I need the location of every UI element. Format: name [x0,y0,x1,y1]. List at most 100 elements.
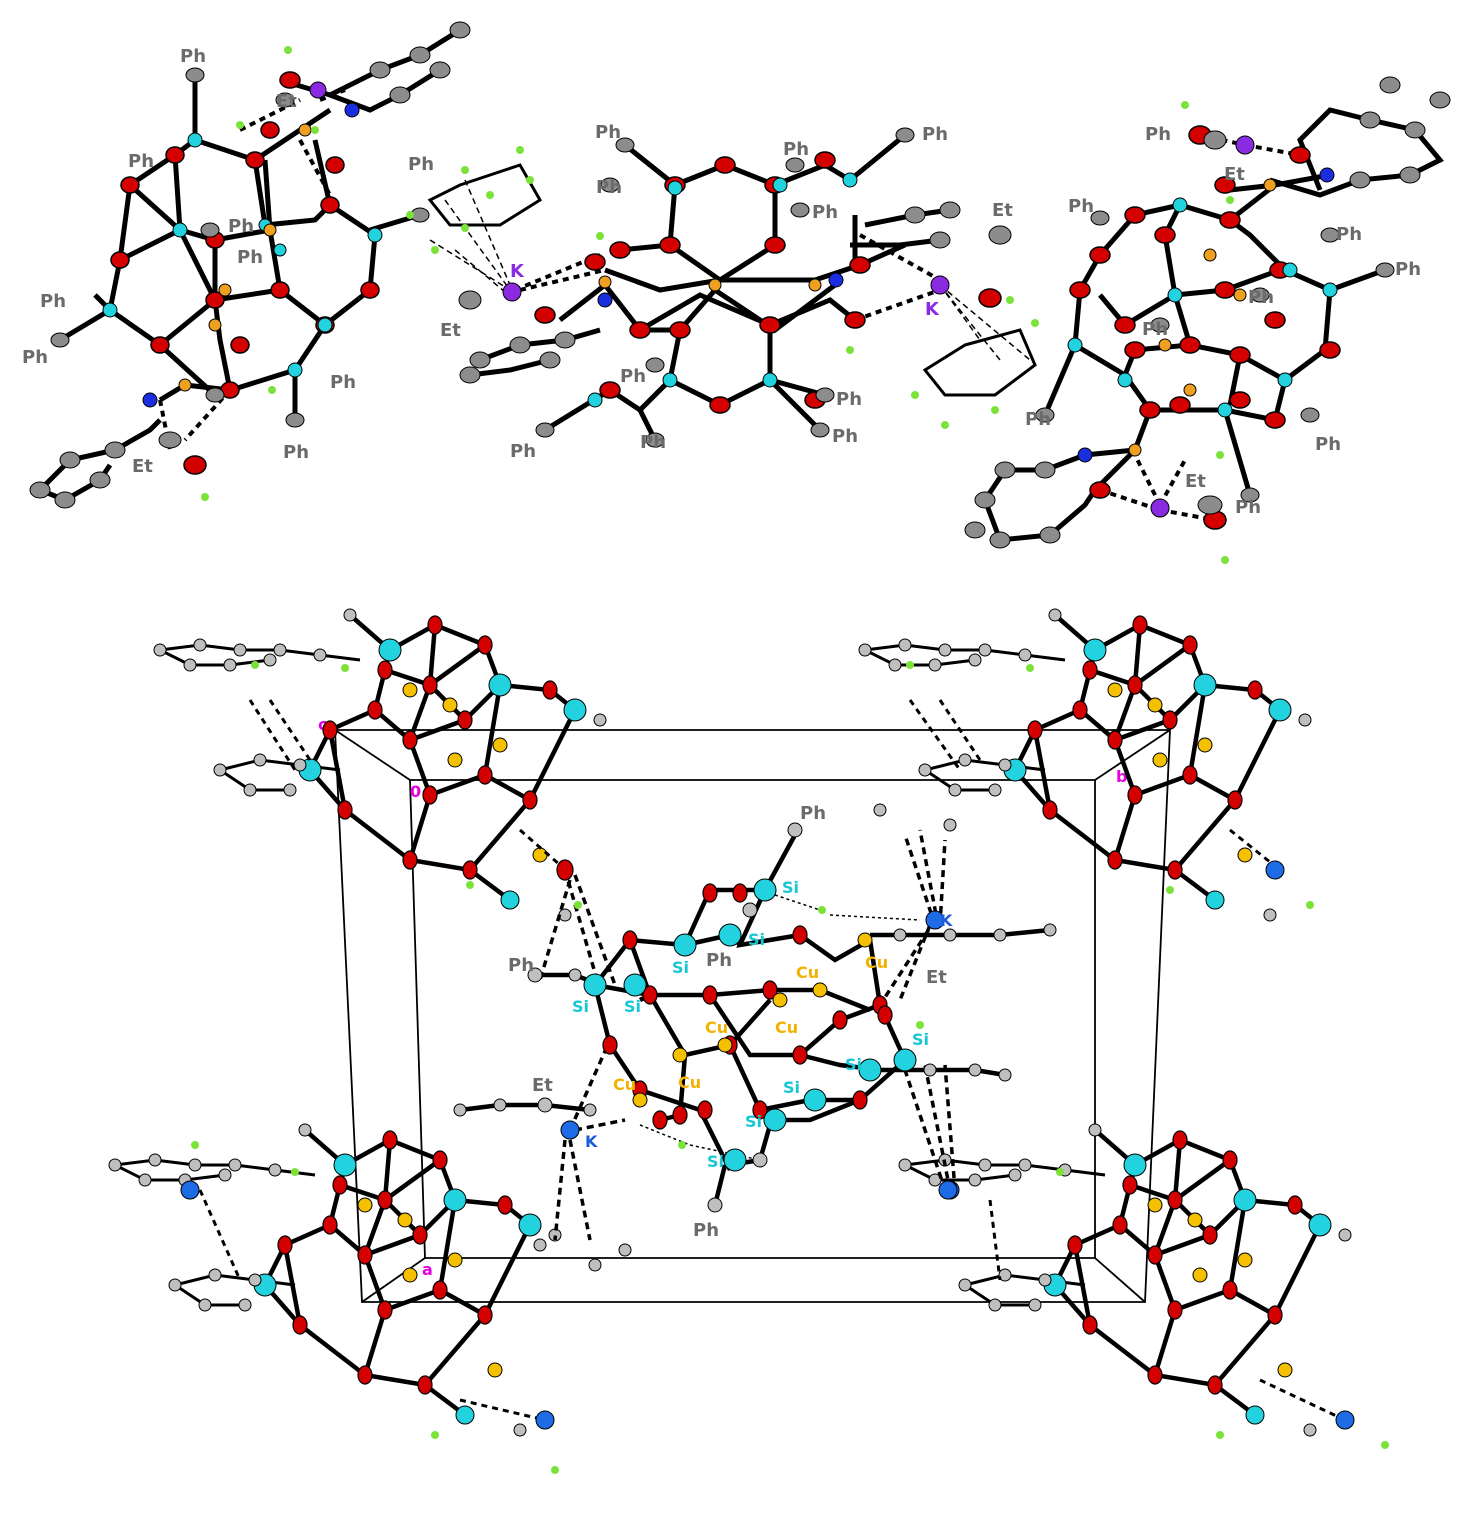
ph-label: Ph [596,177,622,198]
cu-label: Cu [613,1075,636,1094]
ph-label: Ph [237,247,263,268]
copper-atoms [178,123,312,392]
et-label: Et [1224,164,1245,185]
axis-labels: c 0 b a [318,715,1127,1279]
ph-label: Ph [832,426,858,447]
k-contact-dashes [429,179,1031,361]
k-label: K [925,299,940,320]
ph-label: Ph [330,372,356,393]
cu-label: Cu [775,1018,798,1037]
center-cluster: Ph Ph Ph Ph Et Et K K Si Si Si Si Si Si … [453,803,1057,1272]
ph-label: Ph [510,441,536,462]
left-cluster: Ph Ph Ph Ph Ph Ph Ph Ph Ph Et Et [22,21,471,509]
ph-label: Ph [595,122,621,143]
silicon-atoms [587,172,858,408]
axis-origin-label: 0 [410,782,421,801]
si-label: Si [845,1055,862,1074]
si-label: Si [783,1078,800,1097]
ph-label: Ph [1336,224,1362,245]
et-label: Et [1185,471,1206,492]
potassium-atoms [560,910,958,1200]
ph-label: Ph [922,124,948,145]
si-label: Si [672,958,689,977]
bond-network [982,107,1444,543]
nitrogen-atoms [1077,167,1335,463]
si-label: Si [624,997,641,1016]
carbon-atoms [453,803,1057,1272]
nitrogen-atoms [597,272,844,308]
axis-c-label: c [318,715,327,734]
si-label: Si [748,930,765,949]
ph-label: Ph [1315,434,1341,455]
ph-label: Ph [180,46,206,67]
corner-cluster-top-left [154,609,606,921]
axis-a-label: a [422,1260,433,1279]
copper-atoms [1128,178,1277,457]
ph-label: Ph [640,432,666,453]
ph-label: Ph [1142,319,1168,340]
hydrogen-atoms [201,46,319,501]
atom-labels: Ph Ph Ph Ph Ph Ph Ph Ph Ph Ph Et Et [1025,124,1421,518]
si-label: Si [572,997,589,1016]
ph-label: Ph [1068,196,1094,217]
corner-potassium [180,860,1355,1430]
corner-hydrogen [191,661,1389,1474]
et-label: Et [440,320,461,341]
copper-atoms [632,932,873,1108]
corner-cluster-bottom-left [109,1124,561,1436]
carbon-atoms [964,76,1451,549]
ph-label: Ph [22,347,48,368]
atom-labels: Ph Ph Ph Ph Ph Ph Ph Ph Ph Et Et [22,46,434,477]
cu-label: Cu [796,963,819,982]
carbon-atoms [458,127,1012,448]
ph-label: Ph [693,1220,719,1241]
k-label: K [940,911,953,930]
et-label: Et [992,200,1013,221]
nitrogen-atoms [142,102,360,408]
ph-label: Ph [812,202,838,223]
potassium-atoms [502,275,950,302]
ph-label: Ph [228,216,254,237]
axis-b-label: b [1116,767,1127,786]
potassium-atoms [309,81,327,99]
si-label: Si [912,1030,929,1049]
ph-label: Ph [800,803,826,824]
k-label: K [585,1132,598,1151]
ph-label: Ph [508,955,534,976]
ph-label: Ph [1248,287,1274,308]
et-label: Et [276,91,297,112]
et-label: Et [132,456,153,477]
ph-label: Ph [408,154,434,175]
phenyl-ring [427,163,1037,397]
silicon-atoms [102,132,383,378]
cu-label: Cu [678,1073,701,1092]
oxygen-atoms [110,71,380,475]
et-label: Et [532,1075,553,1096]
k-label: K [510,261,525,282]
oxygen-atoms [1069,125,1341,530]
si-label: Si [782,878,799,897]
silicon-atoms [583,878,917,1172]
right-cluster: Ph Ph Ph Ph Ph Ph Ph Ph Ph Ph Et Et [964,76,1451,564]
ph-label: Ph [836,389,862,410]
cu-label: Cu [705,1018,728,1037]
hydrogen-atoms [1181,101,1234,564]
et-label: Et [926,967,947,988]
corner-hbond-dashes [198,699,1346,1422]
ph-label: Ph [1395,259,1421,280]
hbond-dashes [538,829,957,1241]
silicon-atoms [1067,197,1338,418]
ph-label: Ph [1145,124,1171,145]
carbon-atoms [29,21,471,509]
ph-label: Ph [40,291,66,312]
cu-label: Cu [865,953,888,972]
ph-label: Ph [128,151,154,172]
hydrogen-atoms [574,901,924,1149]
ph-label: Ph [1025,409,1051,430]
top-panel: Ph Ph Ph Ph Ph Ph Ph Ph Ph Et Et [22,21,1451,564]
ph-label: Ph [283,442,309,463]
si-label: Si [745,1112,762,1131]
ph-label: Ph [706,950,732,971]
ph-label: Ph [620,366,646,387]
